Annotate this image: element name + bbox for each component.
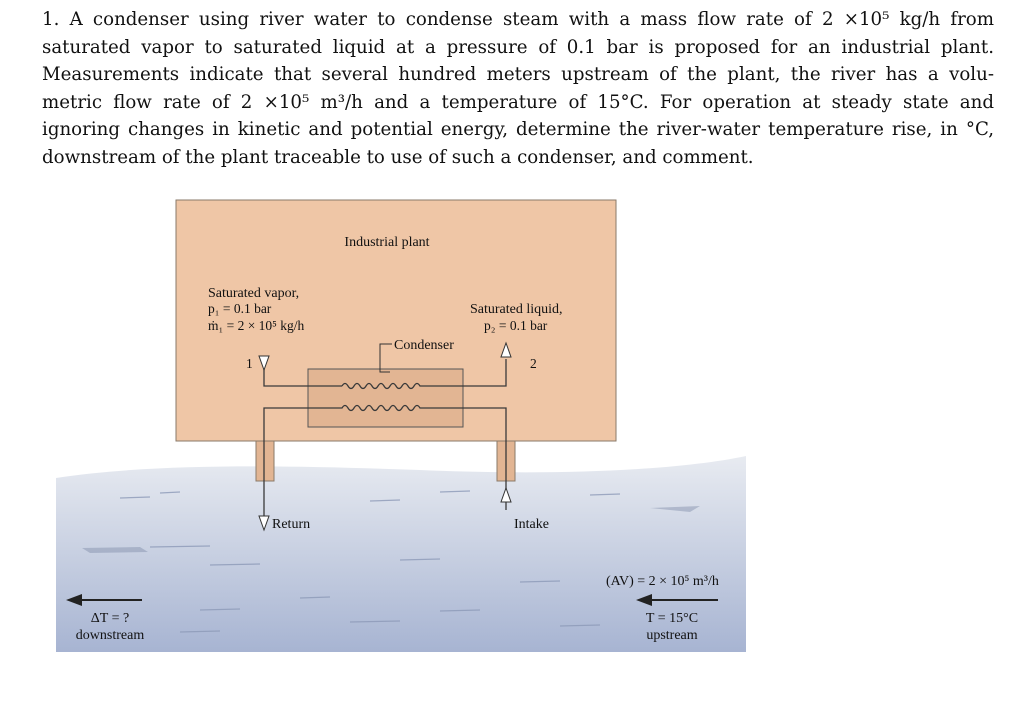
plant-title: Industrial plant	[344, 235, 429, 250]
problem-line: ignoring changes in kinetic and potentia…	[42, 119, 994, 140]
problem-line: downstream of the plant traceable to use…	[42, 146, 754, 168]
volumetric-flow-label: (AV) = 2 × 10⁵ m³/h	[606, 574, 719, 589]
condenser-label: Condenser	[394, 338, 454, 353]
inlet-pressure: p₁ = 0.1 bar	[208, 301, 272, 316]
upstream-label: upstream	[646, 628, 697, 643]
cooling-coil	[263, 404, 507, 516]
steam-coil	[341, 359, 507, 390]
outlet-arrow	[500, 341, 512, 358]
inlet-label: Saturated vapor,	[208, 286, 299, 301]
downstream-delta-label: ΔT = ?	[91, 611, 129, 626]
return-arrow	[258, 515, 270, 532]
state-2-label: 2	[530, 356, 537, 371]
river	[56, 456, 746, 652]
intake-arrow	[500, 486, 512, 503]
state-1-label: 1	[246, 356, 253, 371]
inlet-arrow	[258, 355, 270, 372]
outlet-label: Saturated liquid,	[470, 302, 563, 317]
condenser-leader	[379, 343, 392, 373]
return-label: Return	[272, 517, 310, 532]
problem-line: 1. A condenser using river water to cond…	[42, 9, 994, 30]
problem-statement: 1. A condenser using river water to cond…	[42, 6, 994, 171]
return-pipe	[255, 440, 275, 482]
outlet-pressure: p₂ = 0.1 bar	[484, 318, 548, 333]
problem-line: saturated vapor to saturated liquid at a…	[42, 36, 994, 58]
downstream-label: downstream	[76, 628, 145, 643]
downstream-flow-arrowhead	[66, 594, 82, 606]
inlet-mass-flow: ṁ₁ = 2 × 10⁵ kg/h	[208, 318, 305, 333]
upstream-flow-arrowhead	[636, 594, 652, 606]
problem-line: Measurements indicate that several hundr…	[42, 64, 994, 85]
water-streaks	[82, 490, 700, 633]
condenser	[307, 368, 464, 428]
upstream-temp-label: T = 15°C	[646, 611, 698, 626]
intake-label: Intake	[514, 517, 549, 532]
problem-line: metric flow rate of 2 ×10⁵ m³/h and a te…	[42, 91, 994, 113]
